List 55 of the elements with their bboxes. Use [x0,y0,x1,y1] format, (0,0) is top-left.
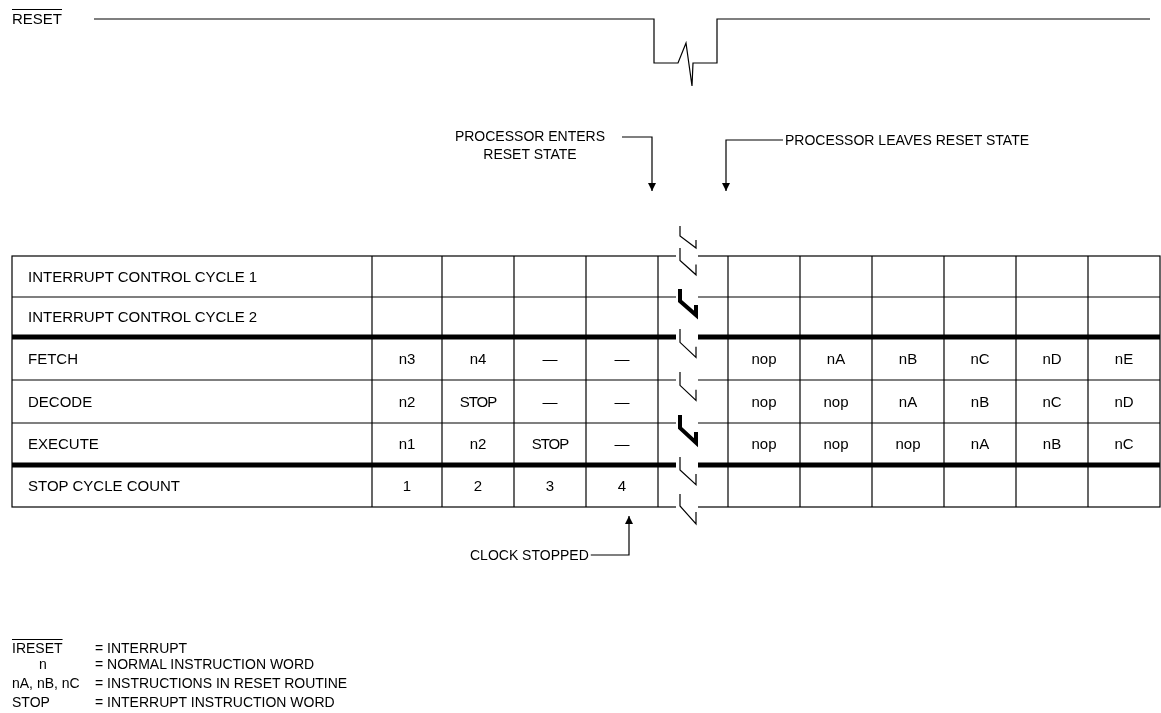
table-cell-text: nop [750,349,778,368]
table-cell-text: nB [897,349,919,368]
table-cell-text: n2 [468,435,488,453]
table-cell-text: 1 [401,477,413,495]
table-cell-text: n1 [397,435,417,453]
table-cell-text: — [541,349,559,368]
table-cell-text: nD [1041,349,1063,368]
table-cell-text: STOP [530,435,570,453]
legend-symbol: nA, nB, nC [12,675,80,691]
table-cell-text: nop [750,392,778,411]
row-label: EXECUTE [28,435,99,453]
callout-text: PROCESSOR LEAVES RESET STATE [785,131,1030,149]
legend-symbol: n [39,656,47,672]
table-cell-text: nA [897,392,919,411]
table-cell-text: nC [1041,392,1063,411]
leader-line [621,136,656,192]
table-cell-text: 2 [472,477,484,495]
leader-line [722,139,784,192]
callout-text: PROCESSOR ENTERS RESET STATE [440,127,620,163]
legend-definition: = INSTRUCTIONS IN RESET ROUTINE [95,675,348,691]
row-label: INTERRUPT CONTROL CYCLE 2 [28,308,258,326]
table-cell-text: nB [969,392,991,411]
row-label: STOP CYCLE COUNT [28,477,180,495]
callout-text: CLOCK STOPPED [470,546,589,564]
table-cell-text: 4 [616,477,628,495]
table-cell-text: nop [822,435,850,453]
table-cell-text: n4 [468,349,488,368]
signal-name: RESET [12,10,62,28]
table-cell-text: — [541,392,559,411]
table-cell-text: n3 [397,349,417,368]
legend-symbol: STOP [12,694,50,710]
table-cell-text: nop [750,435,778,453]
row-label: DECODE [28,392,93,411]
table-cell-text: nC [969,349,991,368]
row-label: FETCH [28,349,78,368]
table-cell-text: nE [1113,349,1135,368]
table-cell-text: — [613,349,631,368]
table-cell-text: n2 [397,392,417,411]
row-label: INTERRUPT CONTROL CYCLE 1 [28,267,258,286]
legend-definition: = INTERRUPT INSTRUCTION WORD [95,694,335,710]
table-cell-text: STOP [458,392,498,411]
legend-definition: = NORMAL INSTRUCTION WORD [95,656,315,672]
table-cell-text: 3 [544,477,556,495]
legend-symbol: IRESET [12,640,63,656]
table-cell-text: nA [969,435,991,453]
table-cell-text: — [613,392,631,411]
leader-line [590,515,633,556]
table-cell-text: nD [1113,392,1135,411]
table-cell-text: nB [1041,435,1063,453]
table-cell-text: nC [1113,435,1135,453]
table-cell-text: nA [825,349,847,368]
table-cell-text: nop [894,435,922,453]
legend-definition: = INTERRUPT [95,640,188,656]
table-cell-text: nop [822,392,850,411]
table-cell-text: — [613,435,631,453]
